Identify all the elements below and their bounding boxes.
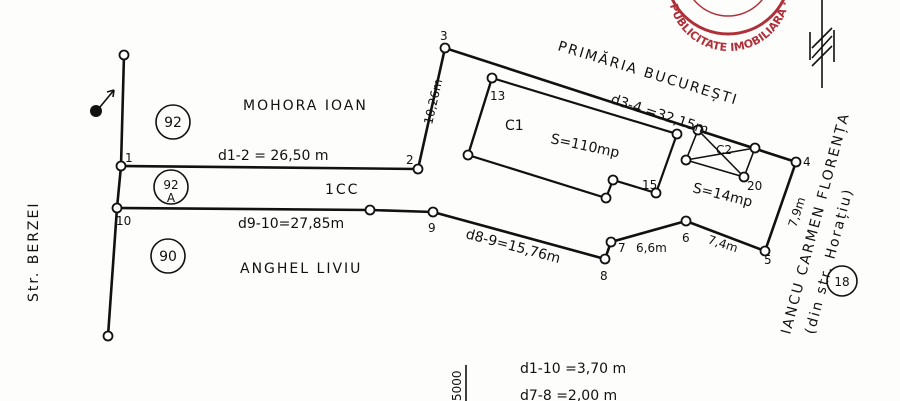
lot-92-number: 92 bbox=[164, 115, 182, 131]
point-1: 1 bbox=[125, 151, 133, 165]
boundary-points bbox=[102, 42, 802, 342]
distance-9-10: d9-10=27,85m bbox=[238, 216, 344, 232]
parcel-label: 1CC bbox=[325, 182, 359, 198]
c1-label: C1 bbox=[505, 118, 524, 134]
lot-92: 92 bbox=[155, 104, 191, 140]
lot-18-number: 18 bbox=[834, 275, 849, 289]
c1-area: S=110mp bbox=[549, 131, 621, 161]
distance-2-3: 10,26m bbox=[421, 78, 445, 126]
point-labels: 1 2 3 4 5 6 7 8 9 10 13 15 20 bbox=[116, 29, 811, 283]
distance-4-5: 7,9m bbox=[786, 195, 809, 229]
neighbor-mohora-ioan: MOHORA IOAN bbox=[243, 98, 368, 114]
point-10: 10 bbox=[116, 214, 131, 228]
distance-1-10: d1-10 =3,70 m bbox=[520, 361, 626, 377]
lot-92a-letter: A bbox=[167, 191, 176, 205]
distance-1-2: d1-2 = 26,50 m bbox=[218, 148, 329, 164]
lot-92a-number: 92 bbox=[163, 178, 178, 192]
point-2: 2 bbox=[406, 153, 414, 167]
point-9: 9 bbox=[428, 221, 436, 235]
c2-area: S=14mp bbox=[691, 180, 754, 210]
lot-18: 18 bbox=[826, 265, 858, 297]
distance-5-6: 7,4m bbox=[706, 233, 740, 256]
point-13: 13 bbox=[490, 89, 505, 103]
distance-6-7: 6,6m bbox=[636, 241, 667, 255]
scale-label: 5000 bbox=[450, 370, 464, 401]
point-6: 6 bbox=[682, 231, 690, 245]
c2-label: C2 bbox=[716, 143, 732, 157]
distance-7-8: d7-8 =2,00 m bbox=[520, 388, 617, 401]
distance-8-9: d8-9=15,76m bbox=[464, 226, 562, 267]
lot-90: 90 bbox=[150, 238, 186, 274]
neighbor-anghel-liviu: ANGHEL LIVIU bbox=[240, 261, 362, 277]
point-4: 4 bbox=[803, 155, 811, 169]
lot-92a: 92 A bbox=[153, 169, 189, 205]
distance-3-4: d3-4 =32,15m bbox=[609, 92, 711, 139]
svg-text:PUBLICITATE IMOBILIARĂ · A DE: PUBLICITATE IMOBILIARĂ · A DE CADASTRU Ș… bbox=[0, 0, 793, 54]
point-5: 5 bbox=[764, 253, 772, 267]
cadastre-stamp: PUBLICITATE IMOBILIARĂ · A DE CADASTRU Ș… bbox=[0, 0, 793, 54]
point-20: 20 bbox=[747, 179, 762, 193]
boundary-symbol bbox=[809, 0, 835, 88]
point-15: 15 bbox=[642, 178, 657, 192]
north-arrow-icon bbox=[90, 89, 115, 117]
street-berzei-label: Str. BERZEI bbox=[26, 202, 42, 303]
lot-90-number: 90 bbox=[159, 249, 177, 265]
street-berzei-line bbox=[106, 53, 126, 338]
point-3: 3 bbox=[440, 29, 448, 43]
point-7: 7 bbox=[618, 241, 626, 255]
point-8: 8 bbox=[600, 269, 608, 283]
